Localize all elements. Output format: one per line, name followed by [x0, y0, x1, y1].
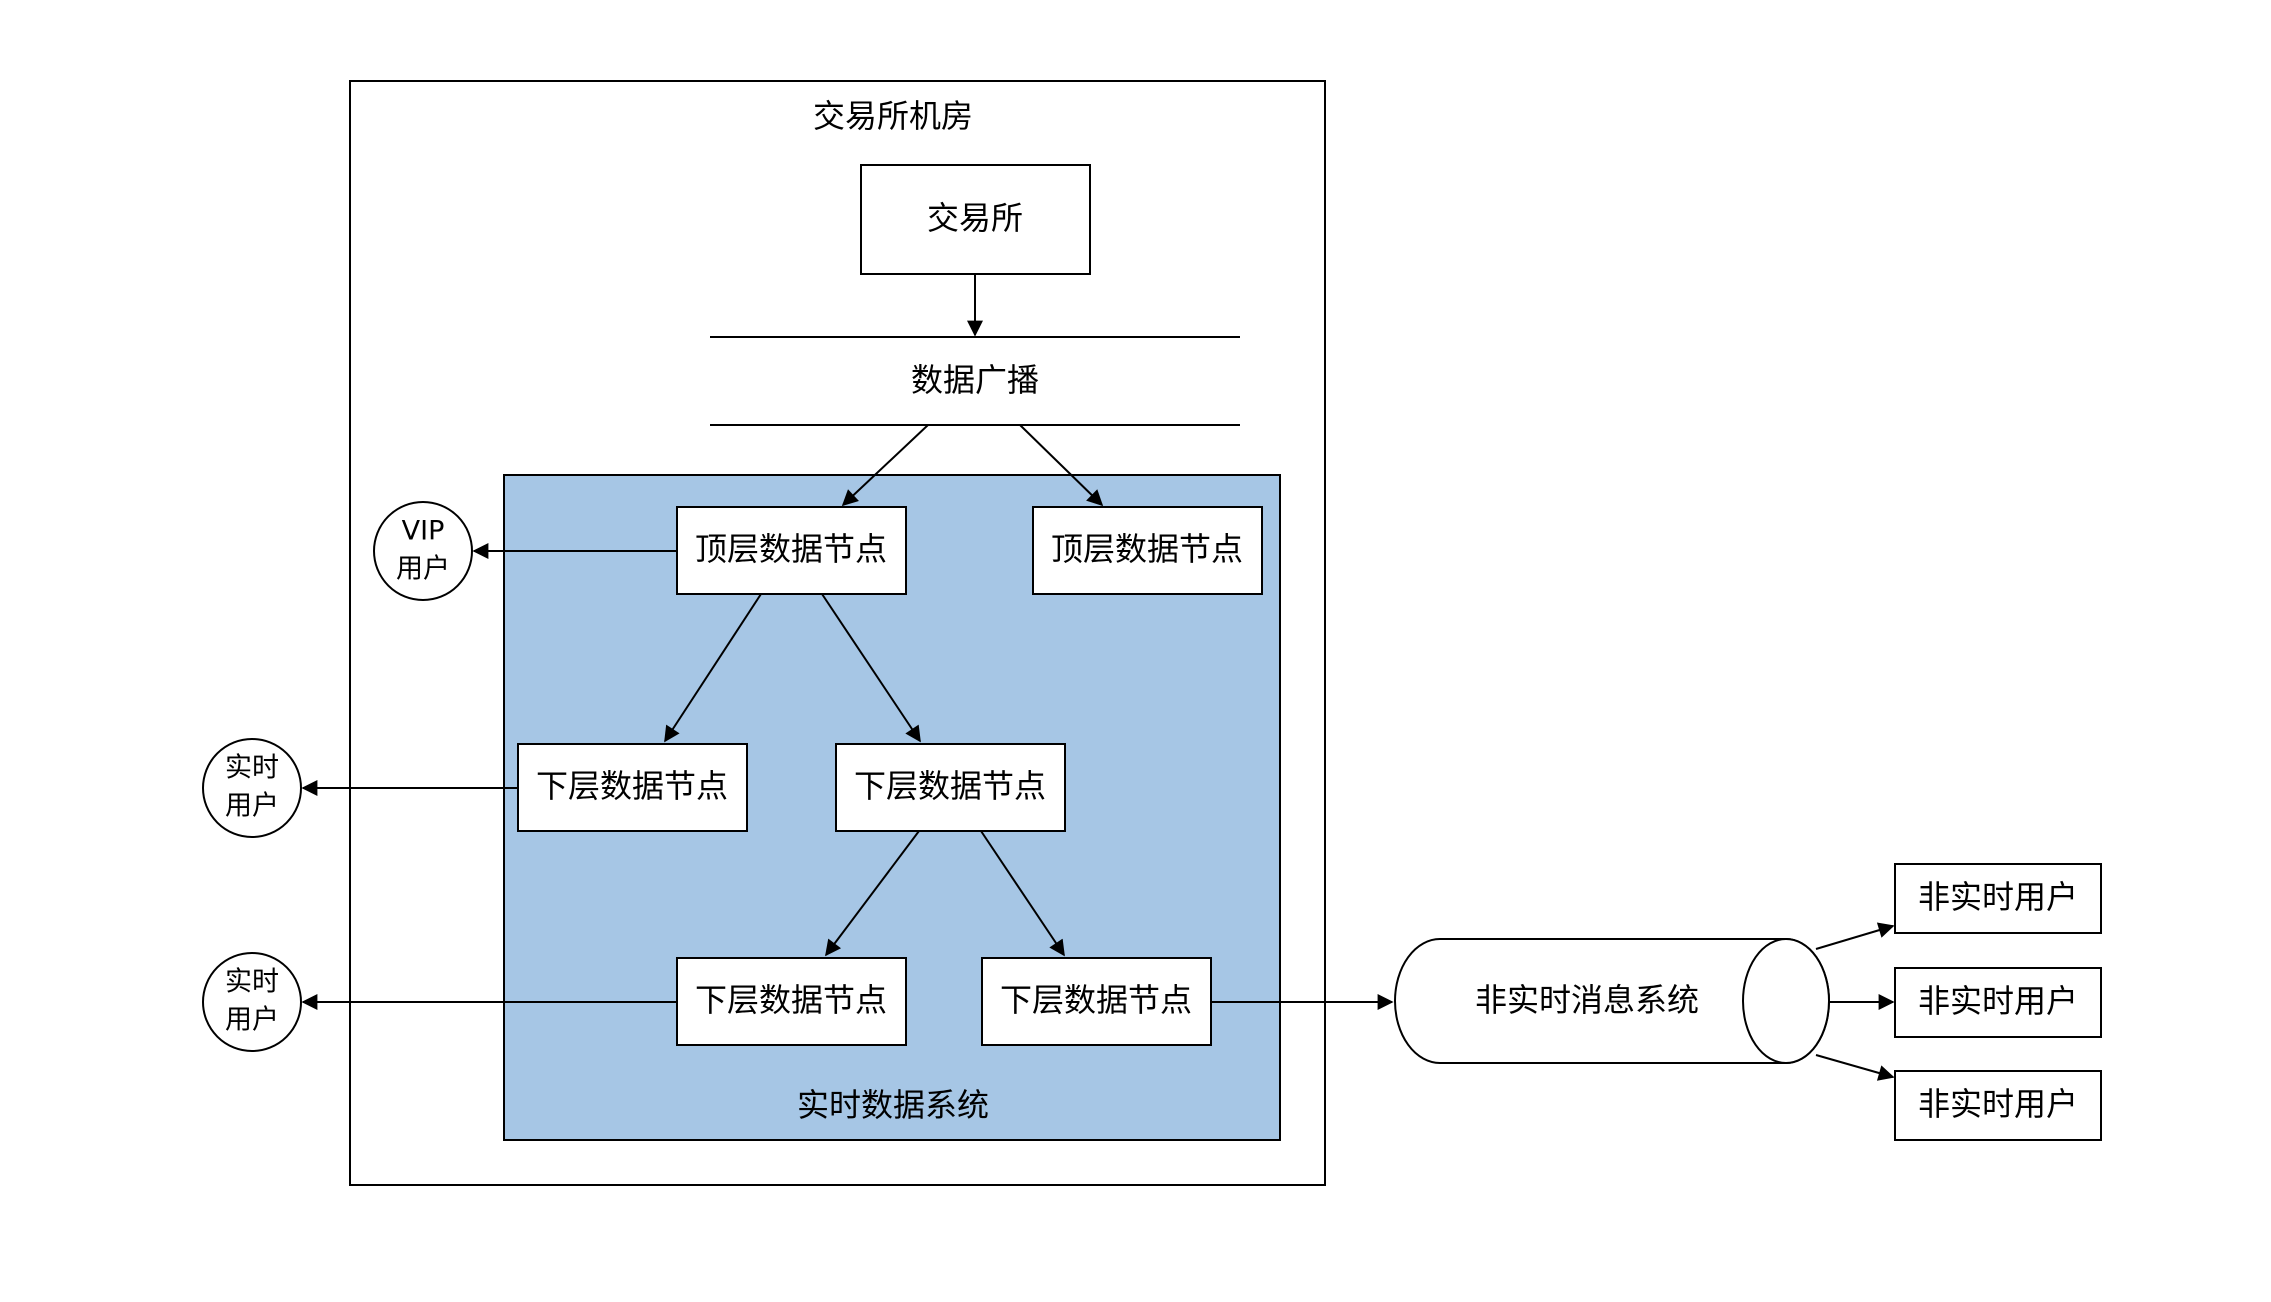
nonrt-user-3-box: [1894, 1070, 2102, 1141]
realtime-user-2-circle: [202, 952, 302, 1052]
realtime-user-2-line2: 用户: [225, 1005, 279, 1036]
message-system-cylinder-end: [1742, 938, 1830, 1064]
broadcast-label: 数据广播: [911, 361, 1039, 399]
node-top-left-label: 顶层数据节点: [695, 530, 887, 568]
arrow-top-left-to-mid-left: [664, 593, 762, 743]
node-bottom-left-label: 下层数据节点: [695, 981, 887, 1019]
realtime-user-1-line2: 用户: [225, 791, 279, 822]
realtime-data-system-label: 实时数据系统: [797, 1086, 989, 1124]
nonrt-user-3-label: 非实时用户: [1918, 1085, 2078, 1123]
nonrt-user-1-box: [1894, 863, 2102, 934]
arrow-mid-right-to-bottom-left: [825, 830, 920, 957]
arrow-mid-right-to-bottom-right: [980, 830, 1065, 957]
nonrt-user-2-box: [1894, 967, 2102, 1038]
realtime-user-1-circle: [202, 738, 302, 838]
vip-user-label-line2: 用户: [396, 554, 450, 585]
nonrt-user-1-label: 非实时用户: [1918, 878, 2078, 916]
node-bottom-right: [981, 957, 1212, 1046]
arrow-message-system-to-nonrt-user-1: [1815, 922, 1895, 950]
arrow-broadcast-to-top-right: [1019, 424, 1104, 507]
exchange-box: [860, 164, 1091, 275]
exchange-box-label: 交易所: [927, 199, 1023, 237]
node-bottom-right-label: 下层数据节点: [1000, 981, 1192, 1019]
realtime-user-1-line1: 实时: [225, 753, 279, 784]
arrow-top-left-to-mid-right: [821, 593, 921, 743]
node-mid-right-label: 下层数据节点: [854, 767, 1046, 805]
vip-user-circle: [373, 501, 473, 601]
node-top-right-label: 顶层数据节点: [1051, 530, 1243, 568]
arrow-broadcast-to-top-left: [841, 424, 929, 507]
nonrt-user-2-label: 非实时用户: [1918, 982, 2078, 1020]
message-system-label: 非实时消息系统: [1475, 981, 1699, 1019]
realtime-user-2-line1: 实时: [225, 967, 279, 998]
node-mid-right: [835, 743, 1066, 832]
arrow-message-system-to-nonrt-user-3: [1815, 1054, 1895, 1081]
vip-user-label-line1: VIP: [402, 516, 445, 547]
node-mid-left-label: 下层数据节点: [536, 767, 728, 805]
node-mid-left: [517, 743, 748, 832]
exchange-room-title: 交易所机房: [813, 97, 973, 135]
node-top-right: [1032, 506, 1263, 595]
node-top-left: [676, 506, 907, 595]
